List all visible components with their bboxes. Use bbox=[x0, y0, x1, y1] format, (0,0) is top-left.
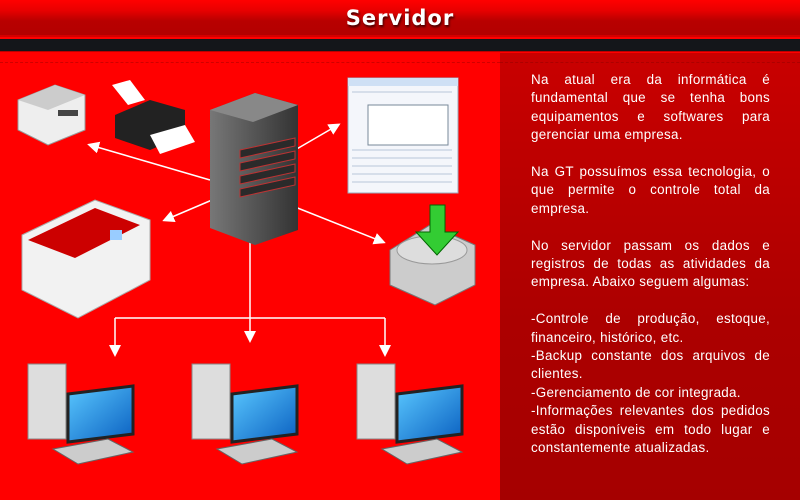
workstation-icons bbox=[27, 363, 464, 465]
feature-item: -Informações relevantes dos pedidos estã… bbox=[531, 403, 770, 456]
inkjet-printer-icon bbox=[112, 80, 195, 154]
text-panel bbox=[500, 53, 800, 500]
feature-item: -Controle de produção, estoque, financei… bbox=[531, 311, 770, 345]
paragraph-gt: Na GT possuímos essa tecnologia, o que p… bbox=[531, 164, 770, 216]
paragraph-server: No servidor passam os dados e registros … bbox=[531, 237, 770, 290]
laser-printer-icon bbox=[17, 84, 86, 146]
server-diagram bbox=[17, 77, 476, 465]
large-printer-icon bbox=[21, 199, 151, 319]
header-bar: Servidor bbox=[0, 0, 800, 37]
software-screenshot-icon bbox=[347, 77, 459, 194]
description-text: Na atual era da informática é fundamenta… bbox=[531, 71, 770, 457]
backup-drive-icon bbox=[389, 204, 476, 306]
connection-arrows bbox=[87, 123, 391, 357]
feature-item: -Backup constante dos arquivos de client… bbox=[531, 348, 770, 382]
server-icon bbox=[210, 93, 298, 245]
dark-stripe bbox=[0, 39, 800, 52]
paragraph-intro: Na atual era da informática é fundamenta… bbox=[531, 72, 770, 143]
feature-item: -Gerenciamento de cor integrada. bbox=[531, 384, 741, 400]
page-title: Servidor bbox=[345, 6, 455, 30]
